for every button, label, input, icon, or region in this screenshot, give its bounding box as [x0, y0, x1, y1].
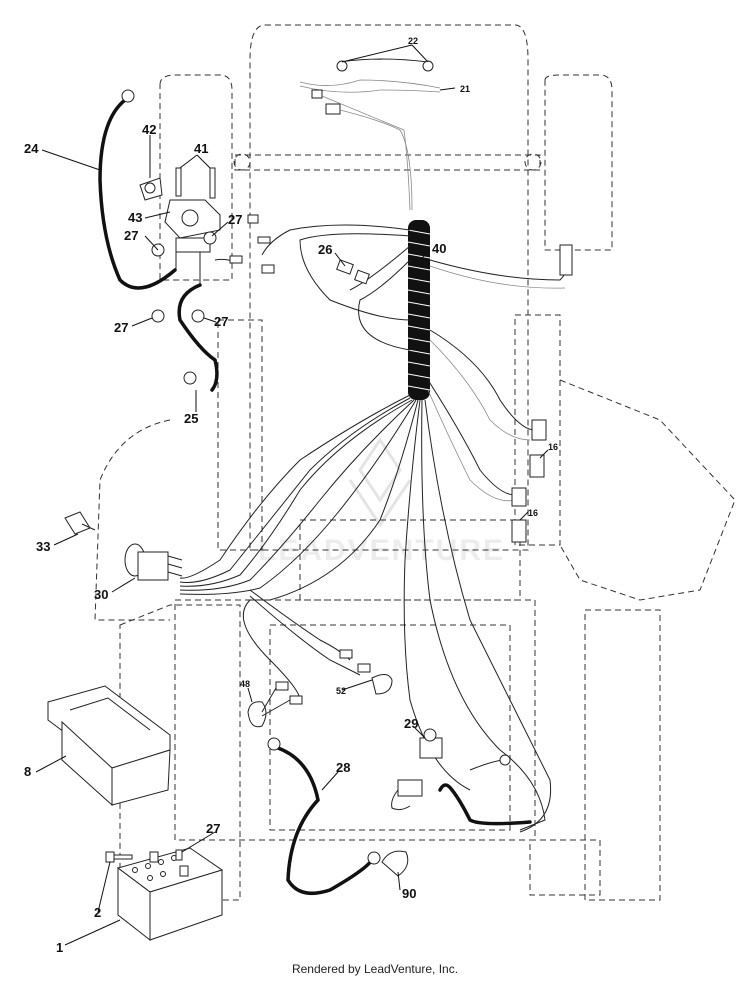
callout-27-solenoid-left: 27 [124, 228, 138, 243]
callout-27-nut-right: 27 [214, 314, 228, 329]
callout-41: 41 [194, 141, 208, 156]
solenoid-assembly [139, 167, 243, 323]
connector-16-lower [511, 487, 527, 543]
battery-1 [116, 847, 224, 942]
right-connector [559, 244, 573, 276]
light-52 [339, 649, 393, 695]
callout-2: 2 [94, 905, 101, 920]
ignition-key-33 [64, 511, 96, 535]
callout-40: 40 [432, 241, 446, 256]
light-48 [247, 681, 303, 728]
callout-42: 42 [142, 122, 156, 137]
callout-43: 43 [128, 210, 142, 225]
callout-28: 28 [336, 760, 350, 775]
bolt-2 [105, 851, 133, 863]
callout-labels: 22 21 24 42 41 43 27 27 27 27 27 26 40 2… [24, 36, 558, 955]
callout-1: 1 [56, 940, 63, 955]
headlight-assembly [299, 58, 441, 211]
callout-30: 30 [94, 587, 108, 602]
callout-26: 26 [318, 242, 332, 257]
callout-27-solenoid-right: 27 [228, 212, 242, 227]
chassis-outline [94, 24, 736, 901]
coil-cord [438, 754, 532, 826]
leader-lines [35, 44, 549, 946]
callout-27-nut-left: 27 [114, 320, 128, 335]
terminal-boot-90 [381, 850, 409, 877]
callout-33: 33 [36, 539, 50, 554]
callout-22: 22 [408, 36, 418, 46]
connector-16-upper [529, 419, 547, 478]
seat-switch-29 [391, 728, 443, 811]
main-harness-coil [407, 220, 431, 400]
callout-24: 24 [24, 141, 39, 156]
harness-clips [247, 214, 275, 274]
callout-27-battery: 27 [206, 821, 220, 836]
nut-27-battery [149, 849, 183, 863]
callout-52: 52 [336, 686, 346, 696]
watermark-logo: LEADVENTURE [258, 437, 505, 567]
battery-box-8 [47, 685, 171, 807]
connector-26 [336, 259, 370, 285]
battery-cable-24 [98, 89, 177, 290]
callout-21: 21 [460, 84, 470, 94]
ignition-switch-30 [124, 543, 183, 581]
callout-48: 48 [240, 679, 250, 689]
battery-cable-28 [267, 737, 381, 896]
callout-16-upper: 16 [548, 442, 558, 452]
callout-29: 29 [404, 716, 418, 731]
callout-25: 25 [184, 411, 198, 426]
callout-16-lower: 16 [528, 508, 538, 518]
ground-cable-25 [177, 283, 219, 392]
callout-8: 8 [24, 764, 31, 779]
watermark-text: LEADVENTURE [258, 534, 505, 567]
footer-credit: Rendered by LeadVenture, Inc. [291, 962, 459, 976]
callout-90: 90 [402, 886, 416, 901]
